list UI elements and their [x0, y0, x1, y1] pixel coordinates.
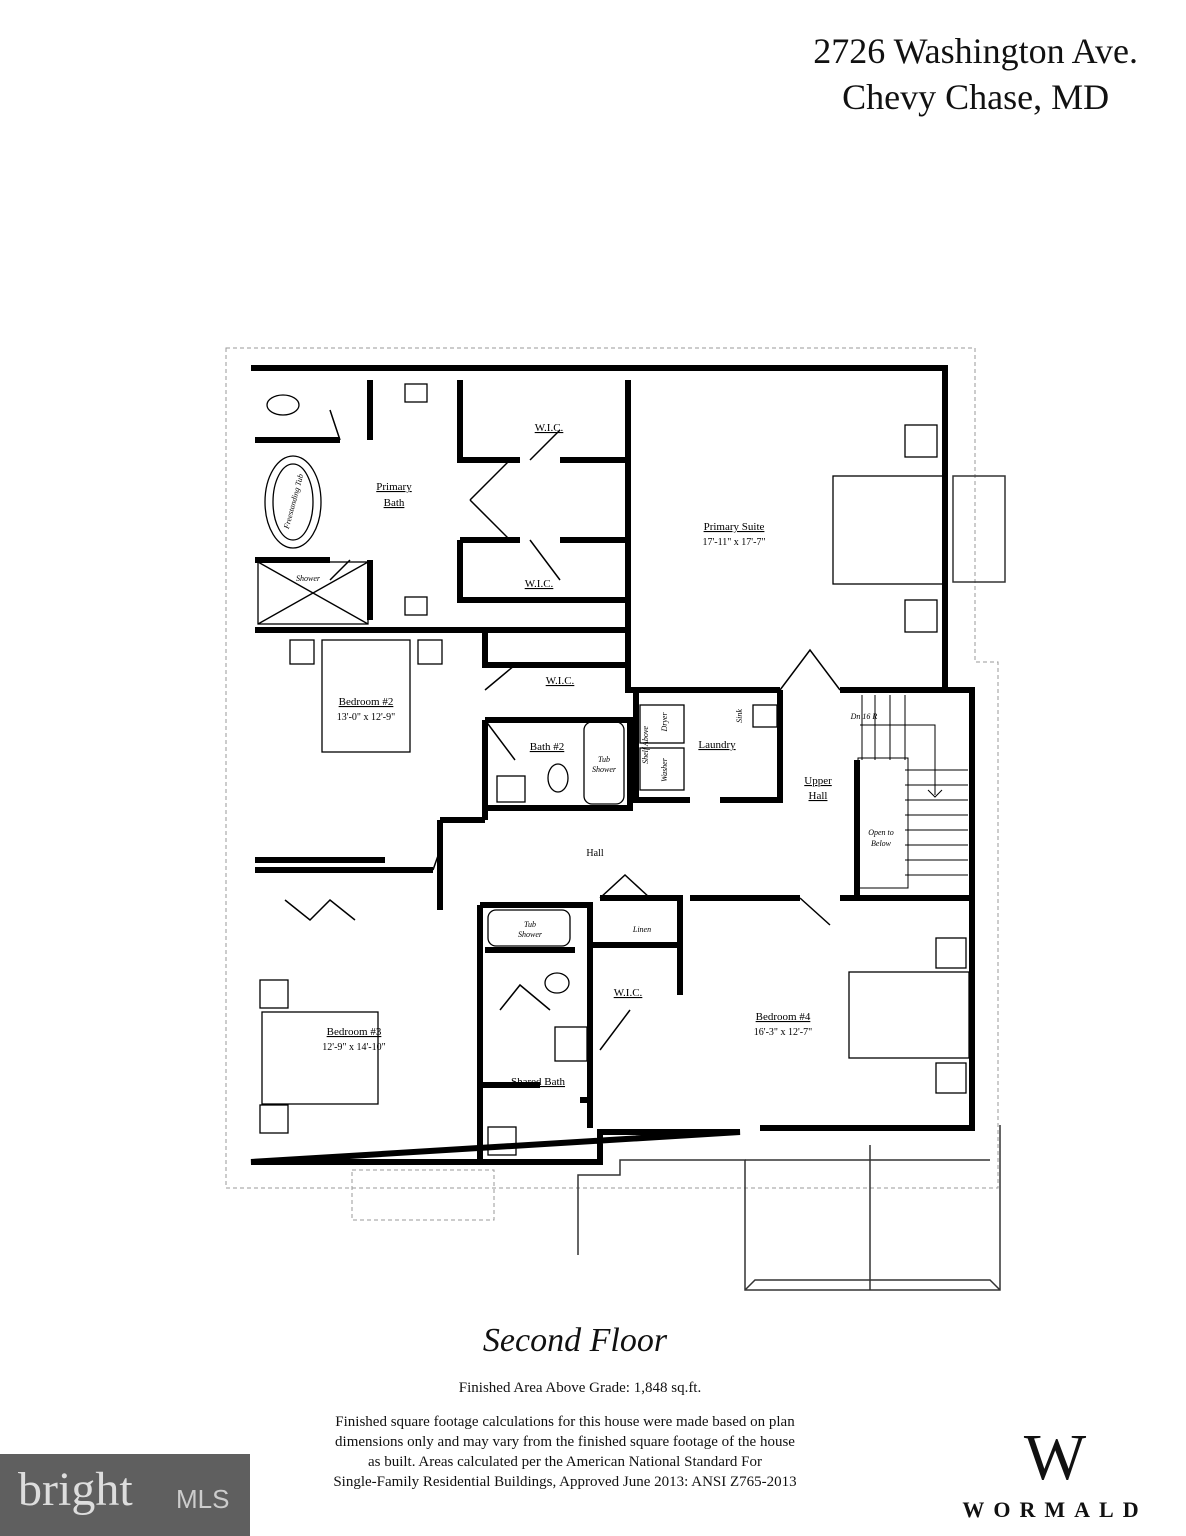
bedroom-2-dims: 13'-0" x 12'-9"	[337, 712, 395, 723]
wic-4-label: W.I.C.	[614, 987, 643, 999]
dryer-label: Dryer	[660, 712, 669, 733]
open-below-l2: Below	[871, 839, 892, 848]
disclaimer: Finished square footage calculations for…	[260, 1412, 870, 1492]
sink-label: Sink	[735, 709, 744, 723]
wic-1-label: W.I.C.	[535, 422, 564, 434]
bedroom-3-label: Bedroom #3	[327, 1026, 382, 1038]
upper-hall-label: Upper	[804, 775, 832, 787]
wormald-w: W	[1023, 1421, 1087, 1494]
disclaimer-line: Single-Family Residential Buildings, App…	[333, 1474, 797, 1490]
tub-shower-1-l1: Tub	[598, 755, 610, 764]
primary-bath-label-2: Bath	[384, 497, 405, 509]
disclaimer-line: Finished square footage calculations for…	[335, 1414, 795, 1430]
tub-shower-2-l2: Shower	[518, 930, 543, 939]
fixtures	[257, 383, 970, 1156]
bedroom-4-label: Bedroom #4	[756, 1011, 811, 1023]
disclaimer-line: as built. Areas calculated per the Ameri…	[367, 1454, 763, 1470]
disclaimer-line: dimensions only and may vary from the fi…	[335, 1434, 795, 1450]
bath-2-label: Bath #2	[530, 741, 565, 753]
shelf-label: Shelf Above	[641, 726, 650, 764]
bedroom-4-dims: 16'-3" x 12'-7"	[754, 1027, 812, 1038]
walls	[250, 365, 975, 1165]
linen-label: Linen	[632, 925, 651, 934]
finished-area: Finished Area Above Grade: 1,848 sq.ft.	[458, 1380, 702, 1396]
tub-label: Freestanding Tub	[282, 473, 306, 531]
bedroom-3-dims: 12'-9" x 14'-10"	[322, 1042, 385, 1053]
primary-bath-label: Primary	[376, 481, 412, 493]
wormald-logo: W WORMALD	[940, 1425, 1170, 1523]
address-line-2: Chevy Chase, MD	[842, 77, 1110, 117]
bright-logo-text: bright	[18, 1463, 133, 1516]
address: 2726 Washington Ave. Chevy Chase, MD	[813, 28, 1138, 120]
room-labels: Primary Bath W.I.C. W.I.C. Primary Suite…	[322, 422, 832, 1088]
roof-outline	[225, 347, 999, 1221]
stairs-label: Dn 16 R	[850, 712, 878, 721]
stairs	[857, 695, 968, 889]
primary-suite-dims: 17'-11" x 17'-7"	[702, 537, 765, 548]
washer-label: Washer	[660, 757, 669, 782]
address-line-1: 2726 Washington Ave.	[813, 31, 1138, 71]
shared-bath-label: Shared Bath	[511, 1076, 566, 1088]
wormald-name: WORMALD	[962, 1497, 1148, 1522]
porch-roof	[577, 475, 1006, 1291]
primary-suite-label: Primary Suite	[704, 521, 765, 533]
bedroom-2-label: Bedroom #2	[339, 696, 394, 708]
shower-label: Shower	[296, 574, 321, 583]
upper-hall-label-2: Hall	[809, 790, 828, 802]
hall-label: Hall	[586, 848, 603, 859]
open-below-l1: Open to	[868, 828, 894, 837]
tub-shower-1-l2: Shower	[592, 765, 617, 774]
doors	[284, 409, 841, 1051]
bright-mls-logo: bright MLS	[0, 1454, 250, 1536]
floor-title: Second Floor	[482, 1322, 668, 1359]
wic-2-label: W.I.C.	[525, 578, 554, 590]
mls-logo-text: MLS	[176, 1484, 230, 1514]
laundry-label: Laundry	[698, 739, 736, 751]
tub-shower-2-l1: Tub	[524, 920, 536, 929]
wic-3-label: W.I.C.	[546, 675, 575, 687]
